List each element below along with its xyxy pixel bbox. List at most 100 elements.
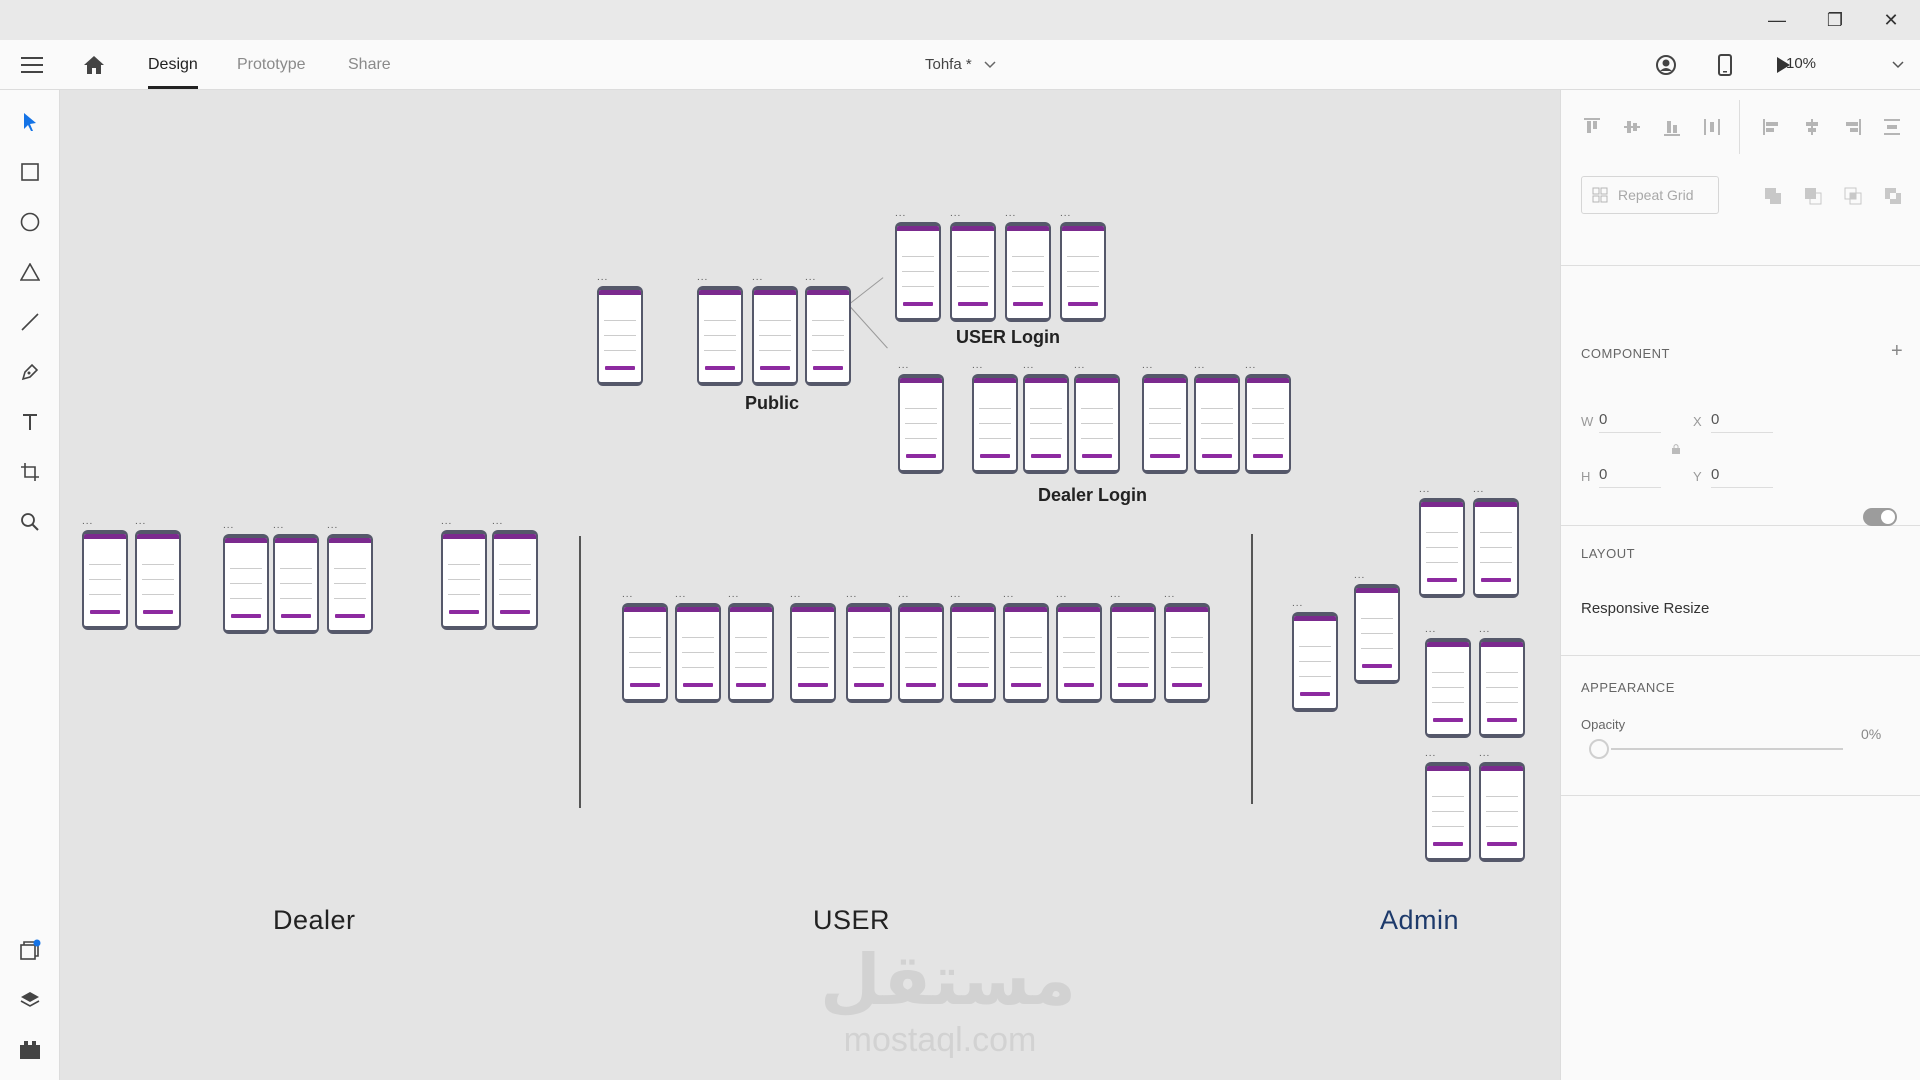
artboard-thumbnail[interactable] (273, 534, 319, 634)
pen-tool[interactable] (10, 354, 50, 390)
artboard-handle[interactable]: ... (950, 589, 962, 600)
document-title[interactable]: Tohfa * (925, 56, 996, 73)
artboard-thumbnail[interactable] (1292, 612, 1338, 712)
artboard-handle[interactable]: ... (1005, 208, 1017, 219)
artboard-thumbnail[interactable] (223, 534, 269, 634)
artboard-thumbnail[interactable] (895, 222, 941, 322)
tab-share[interactable]: Share (348, 56, 391, 73)
artboard-handle[interactable]: ... (972, 360, 984, 371)
align-left-button[interactable] (1759, 114, 1785, 140)
artboard-handle[interactable]: ... (1074, 360, 1086, 371)
artboard-thumbnail[interactable] (697, 286, 743, 386)
tab-prototype[interactable]: Prototype (237, 56, 306, 73)
align-middle-button[interactable] (1619, 114, 1645, 140)
align-bottom-button[interactable] (1659, 114, 1685, 140)
artboard-thumbnail[interactable] (972, 374, 1018, 474)
artboard-handle[interactable]: ... (1060, 208, 1072, 219)
artboard-thumbnail[interactable] (1060, 222, 1106, 322)
repeat-grid-button[interactable]: Repeat Grid (1581, 176, 1719, 214)
height-field[interactable]: 0 (1599, 466, 1661, 488)
assets-panel-button[interactable] (10, 932, 50, 968)
subtract-boolean-button[interactable] (1801, 184, 1825, 208)
opacity-slider-knob[interactable] (1589, 739, 1609, 759)
artboard-handle[interactable]: ... (1164, 589, 1176, 600)
artboard-thumbnail[interactable] (1354, 584, 1400, 684)
artboard-thumbnail[interactable] (1245, 374, 1291, 474)
responsive-resize-toggle[interactable] (1863, 508, 1897, 526)
artboard-handle[interactable]: ... (622, 589, 634, 600)
artboard-thumbnail[interactable] (327, 534, 373, 634)
tab-design[interactable]: Design (148, 56, 198, 89)
width-field[interactable]: 0 (1599, 411, 1661, 433)
minimize-button[interactable]: — (1748, 0, 1806, 40)
artboard-handle[interactable]: ... (898, 589, 910, 600)
artboard-thumbnail[interactable] (728, 603, 774, 703)
artboard-handle[interactable]: ... (1110, 589, 1122, 600)
artboard-handle[interactable]: ... (492, 516, 504, 527)
artboard-thumbnail[interactable] (597, 286, 643, 386)
artboard-handle[interactable]: ... (675, 589, 687, 600)
plugins-panel-button[interactable] (10, 1032, 50, 1068)
artboard-handle[interactable]: ... (846, 589, 858, 600)
artboard-handle[interactable]: ... (1425, 624, 1437, 635)
artboard-handle[interactable]: ... (1245, 360, 1257, 371)
artboard-handle[interactable]: ... (597, 272, 609, 283)
artboard-thumbnail[interactable] (790, 603, 836, 703)
artboard-thumbnail[interactable] (135, 530, 181, 630)
artboard-thumbnail[interactable] (492, 530, 538, 630)
artboard-handle[interactable]: ... (1479, 624, 1491, 635)
artboard-thumbnail[interactable] (1003, 603, 1049, 703)
artboard-thumbnail[interactable] (950, 222, 996, 322)
artboard-handle[interactable]: ... (752, 272, 764, 283)
artboard-thumbnail[interactable] (1074, 374, 1120, 474)
artboard-thumbnail[interactable] (441, 530, 487, 630)
artboard-handle[interactable]: ... (327, 520, 339, 531)
distribute-horizontal-button[interactable] (1699, 114, 1725, 140)
artboard-thumbnail[interactable] (1142, 374, 1188, 474)
artboard-thumbnail[interactable] (752, 286, 798, 386)
artboard-thumbnail[interactable] (1110, 603, 1156, 703)
x-field[interactable]: 0 (1711, 411, 1773, 433)
artboard-thumbnail[interactable] (1005, 222, 1051, 322)
align-center-button[interactable] (1799, 114, 1825, 140)
artboard-tool[interactable] (10, 454, 50, 490)
artboard-thumbnail[interactable] (1473, 498, 1519, 598)
artboard-thumbnail[interactable] (1425, 638, 1471, 738)
design-canvas[interactable]: ........................................… (60, 90, 1560, 1078)
select-tool[interactable] (10, 104, 50, 140)
distribute-vertical-button[interactable] (1879, 114, 1905, 140)
artboard-handle[interactable]: ... (895, 208, 907, 219)
share-user-button[interactable] (1646, 40, 1686, 90)
artboard-thumbnail[interactable] (1479, 638, 1525, 738)
exclude-boolean-button[interactable] (1881, 184, 1905, 208)
artboard-thumbnail[interactable] (1164, 603, 1210, 703)
artboard-handle[interactable]: ... (441, 516, 453, 527)
artboard-thumbnail[interactable] (1194, 374, 1240, 474)
artboard-thumbnail[interactable] (622, 603, 668, 703)
artboard-handle[interactable]: ... (82, 516, 94, 527)
line-tool[interactable] (10, 304, 50, 340)
close-window-button[interactable]: ✕ (1862, 0, 1920, 40)
artboard-thumbnail[interactable] (1023, 374, 1069, 474)
artboard-handle[interactable]: ... (1023, 360, 1035, 371)
artboard-handle[interactable]: ... (1473, 484, 1485, 495)
artboard-thumbnail[interactable] (805, 286, 851, 386)
artboard-handle[interactable]: ... (1142, 360, 1154, 371)
align-right-button[interactable] (1839, 114, 1865, 140)
artboard-thumbnail[interactable] (1425, 762, 1471, 862)
artboard-thumbnail[interactable] (898, 603, 944, 703)
device-preview-button[interactable] (1705, 40, 1745, 90)
restore-button[interactable]: ❐ (1806, 0, 1864, 40)
artboard-handle[interactable]: ... (1479, 748, 1491, 759)
artboard-thumbnail[interactable] (950, 603, 996, 703)
artboard-handle[interactable]: ... (1003, 589, 1015, 600)
polygon-tool[interactable] (10, 254, 50, 290)
artboard-handle[interactable]: ... (223, 520, 235, 531)
text-tool[interactable] (10, 404, 50, 440)
artboard-handle[interactable]: ... (728, 589, 740, 600)
artboard-thumbnail[interactable] (898, 374, 944, 474)
artboard-thumbnail[interactable] (1479, 762, 1525, 862)
artboard-handle[interactable]: ... (1354, 570, 1366, 581)
zoom-dropdown-button[interactable] (1886, 40, 1910, 90)
zoom-level[interactable]: 10% (1786, 55, 1816, 72)
